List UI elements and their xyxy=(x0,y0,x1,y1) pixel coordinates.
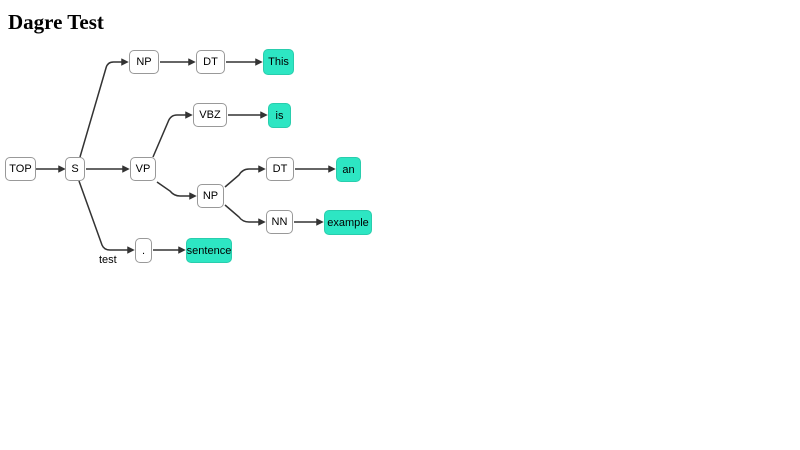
node-word-an: an xyxy=(336,157,361,182)
page-title: Dagre Test xyxy=(8,10,104,34)
node-word-is: is xyxy=(268,103,291,128)
node-dt-2: DT xyxy=(266,157,294,181)
node-np-1: NP xyxy=(129,50,159,74)
edge-s-np xyxy=(79,58,129,158)
edge-np2-dt2 xyxy=(224,165,266,188)
node-word-example: example xyxy=(324,210,372,235)
node-s: S xyxy=(65,157,85,181)
node-word-sentence: sentence xyxy=(186,238,232,263)
node-vbz: VBZ xyxy=(193,103,227,127)
node-vp: VP xyxy=(130,157,156,181)
node-np-2: NP xyxy=(197,184,224,208)
edge-vp-vbz xyxy=(152,111,193,158)
edge-s-dot xyxy=(78,180,135,254)
edge-label-test: test xyxy=(99,254,117,266)
node-top: TOP xyxy=(5,157,36,181)
node-period: . xyxy=(135,238,152,263)
edge-vp-np2 xyxy=(156,181,197,200)
node-word-this: This xyxy=(263,49,294,75)
edge-np2-nn xyxy=(224,204,266,226)
node-nn: NN xyxy=(266,210,293,234)
node-dt-1: DT xyxy=(196,50,225,74)
